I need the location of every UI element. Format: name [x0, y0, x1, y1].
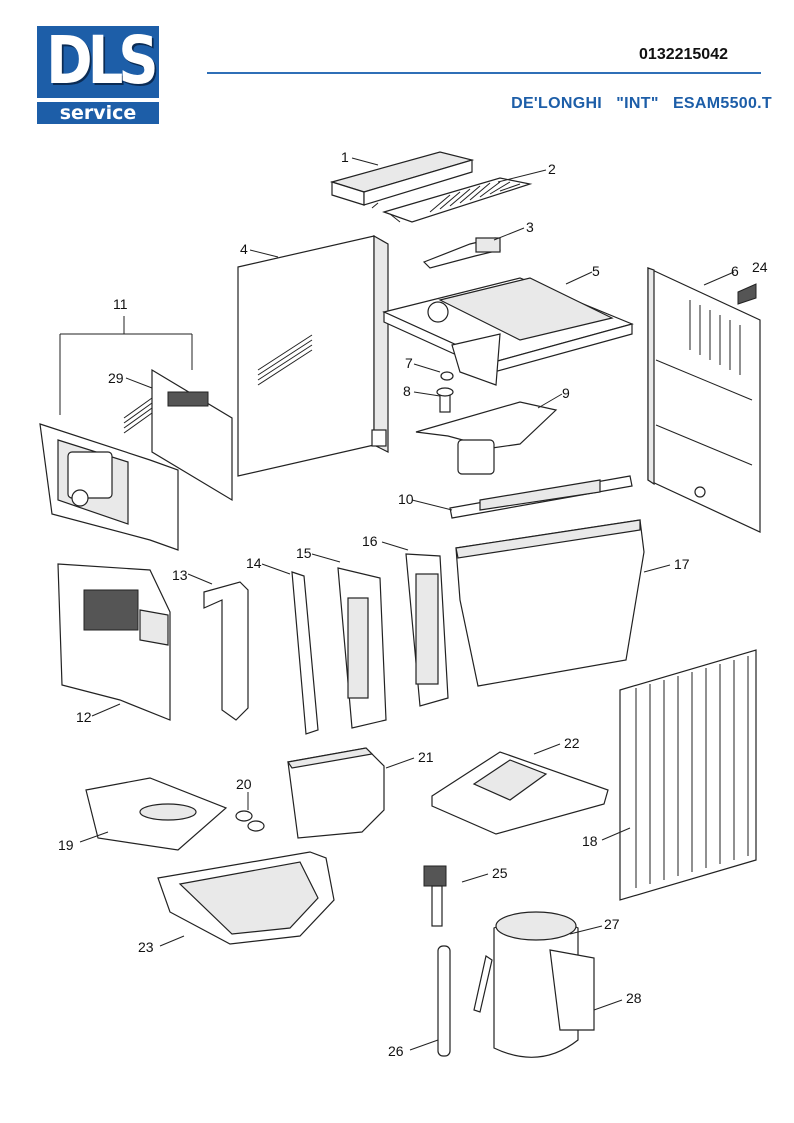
part-label-15: 15	[296, 545, 312, 561]
part-11-drawing	[39, 423, 179, 551]
part-14-drawing	[291, 571, 319, 735]
part-9-drawing	[415, 401, 558, 475]
leader-lines	[79, 157, 735, 1051]
part-4-drawing	[237, 234, 389, 477]
part-label-22: 22	[564, 735, 580, 751]
part-20-drawing	[235, 810, 265, 832]
logo-service-text: service	[59, 102, 137, 124]
part-label-10: 10	[398, 491, 414, 507]
part-12-drawing	[57, 563, 171, 721]
part-27-28-drawing	[473, 911, 595, 1058]
logo-text: DLS	[46, 22, 159, 99]
part-17-drawing	[455, 519, 645, 687]
part-25-drawing	[423, 865, 447, 927]
part-29-drawing	[123, 368, 233, 502]
part-6-drawing	[647, 267, 761, 533]
part-label-20: 20	[236, 776, 252, 792]
part-13-drawing	[203, 581, 249, 721]
logo-service-band: service	[37, 102, 159, 124]
part-11-bracket	[59, 316, 193, 415]
part-10-drawing	[449, 475, 633, 519]
part-label-1: 1	[341, 149, 349, 165]
part-label-19: 19	[58, 837, 74, 853]
part-label-24: 24	[752, 259, 768, 275]
part-label-12: 12	[76, 709, 92, 725]
part-label-23: 23	[138, 939, 154, 955]
part-26-drawing	[437, 945, 451, 1057]
part-label-11: 11	[113, 296, 128, 312]
model-title: DE'LONGHI "INT" ESAM5500.T	[511, 95, 772, 112]
part-label-8: 8	[403, 383, 411, 399]
logo-mark: DLS	[37, 26, 159, 98]
part-3-drawing	[422, 237, 501, 269]
part-1-drawing	[329, 151, 475, 209]
part-19-drawing	[85, 777, 228, 851]
part-label-6: 6	[731, 263, 739, 279]
part-label-5: 5	[592, 263, 600, 279]
part-label-7: 7	[405, 355, 413, 371]
part-23-drawing	[157, 851, 335, 945]
part-21-drawing	[286, 747, 385, 839]
part-label-27: 27	[604, 916, 620, 932]
part-8-drawing	[436, 387, 454, 413]
header-rule	[207, 72, 761, 74]
part-22-drawing	[431, 751, 609, 835]
part-label-28: 28	[626, 990, 642, 1006]
part-label-4: 4	[240, 241, 248, 257]
document-code: 0132215042	[639, 46, 728, 63]
part-label-17: 17	[674, 556, 690, 572]
part-label-29: 29	[108, 370, 124, 386]
part-label-3: 3	[526, 219, 534, 235]
part-15-drawing	[337, 567, 387, 729]
part-7-drawing	[440, 371, 454, 381]
part-label-2: 2	[548, 161, 556, 177]
part-label-9: 9	[562, 385, 570, 401]
part-label-16: 16	[362, 533, 378, 549]
part-5-drawing	[382, 277, 634, 386]
part-label-21: 21	[418, 749, 434, 765]
part-label-18: 18	[582, 833, 598, 849]
part-label-26: 26	[388, 1043, 404, 1059]
dls-service-logo: DLS service	[37, 26, 159, 124]
part-2-drawing	[382, 177, 533, 223]
part-24-drawing	[737, 283, 757, 305]
part-label-14: 14	[246, 555, 262, 571]
part-label-13: 13	[172, 567, 188, 583]
part-18-drawing	[619, 649, 757, 901]
part-label-25: 25	[492, 865, 508, 881]
part-16-drawing	[405, 553, 449, 707]
